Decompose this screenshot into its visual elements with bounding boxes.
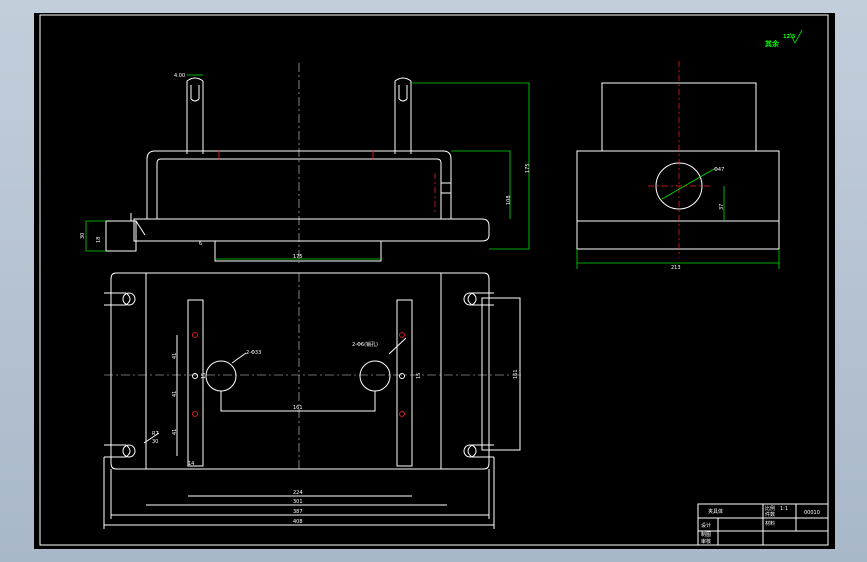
lower-slot <box>214 240 382 262</box>
right-strip <box>396 299 413 467</box>
pin-holes <box>192 332 405 417</box>
side-base <box>576 220 780 250</box>
dim-mid-length: 301 <box>293 499 303 505</box>
dim-strip-width: 14 <box>188 461 194 467</box>
dim-total-length: 408 <box>293 519 303 525</box>
plan-inner <box>145 272 442 470</box>
title-material-label: 材料 <box>765 520 775 527</box>
dim-slot-length: 175 <box>293 254 303 260</box>
title-scale-label: 比例 <box>765 505 775 512</box>
front-dimensions: 4.00 175 108 30 18 175 6 <box>80 73 531 260</box>
label-pin-holes: 2-Φ6(销孔) <box>352 341 378 348</box>
right-tab <box>481 297 521 451</box>
left-stud <box>186 77 204 154</box>
dim-center-span: 161 <box>293 405 303 411</box>
roughness-symbol: 其余 12.5 <box>765 29 803 48</box>
dim-slot-depth: 6 <box>199 241 202 247</box>
roughness-value: 12.5 <box>783 34 796 40</box>
right-stud <box>394 77 412 154</box>
title-part-name: 夹具体 <box>708 508 723 515</box>
dim-depth-left: 15 <box>201 373 207 379</box>
dim-slot-width: 30 <box>152 439 158 445</box>
right-bore <box>359 360 391 392</box>
left-strip <box>187 299 204 467</box>
title-draw: 制图 <box>701 531 711 538</box>
base-plate <box>133 218 490 242</box>
drawing-sheet: 其余 12.5 4.00 175 108 <box>39 14 829 546</box>
title-design: 设计 <box>701 522 711 529</box>
plan-view <box>104 272 524 470</box>
cad-drawing-canvas: 其余 12.5 4.00 175 108 <box>34 13 835 549</box>
dim-bore-height: 37 <box>719 204 725 210</box>
left-bore <box>205 360 237 392</box>
dim-side-width: 213 <box>671 265 681 271</box>
roughness-note: 其余 <box>765 39 780 48</box>
dim-inner-length: 224 <box>293 490 303 496</box>
dim-tab-height: 161 <box>513 369 519 379</box>
title-drawing-no: 00010 <box>804 510 820 516</box>
sheet-border <box>39 14 829 546</box>
title-block: 夹具体 比例 1:1 件数 材料 00010 设计 制图 审核 <box>697 503 829 546</box>
dim-overall-height: 175 <box>525 163 531 173</box>
top-bracket <box>146 150 452 219</box>
dim-lower-step: 18 <box>96 237 102 243</box>
dim-stud-width: 4.00 <box>174 73 185 79</box>
dim-pitch-c: 41 <box>172 429 178 435</box>
side-view: Φ47 37 213 <box>576 61 780 271</box>
corner-slots <box>104 292 494 458</box>
dim-pitch-a: 41 <box>172 353 178 359</box>
label-bore-holes: 2-Φ33 <box>246 350 261 356</box>
plan-dimensions: 2-Φ33 2-Φ6(销孔) 41 41 41 161 15 15 R7 30 … <box>103 335 519 529</box>
title-check: 审核 <box>701 538 711 545</box>
roughness-check-icon <box>789 29 803 44</box>
dim-inner-height: 108 <box>506 195 512 205</box>
dim-outer-length: 387 <box>293 509 303 515</box>
dim-bore-dia: Φ47 <box>714 167 724 173</box>
plan-outer <box>110 272 490 470</box>
dim-pitch-b: 41 <box>172 391 178 397</box>
dim-side-block-height: 30 <box>80 233 86 239</box>
side-block <box>105 220 137 252</box>
title-scale-value: 1:1 <box>780 506 788 512</box>
dim-depth-right: 15 <box>416 373 422 379</box>
dim-slot-radius: R7 <box>152 431 159 437</box>
front-view <box>105 63 490 263</box>
title-qty-label: 件数 <box>765 511 775 518</box>
